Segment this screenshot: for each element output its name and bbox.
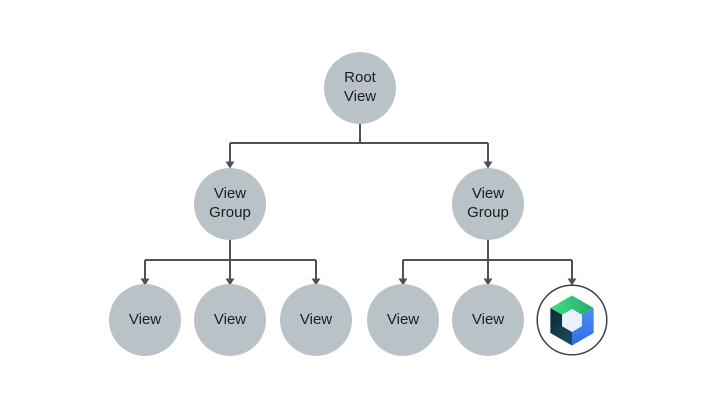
arrowhead-to-group-right <box>483 161 493 169</box>
node-view-group-right-label: View Group <box>467 185 509 221</box>
node-view-group-left: View Group <box>194 168 266 240</box>
node-view-4: View <box>367 284 439 356</box>
jetpack-compose-icon <box>536 284 608 356</box>
compose-cube-top-face <box>550 295 594 321</box>
arrowhead-to-group-left <box>225 161 235 169</box>
node-view-1: View <box>109 284 181 356</box>
compose-center-hexagon <box>562 309 582 332</box>
node-view-2-label: View <box>213 310 247 328</box>
arrowhead-to-view-3 <box>311 278 321 286</box>
node-view-5: View <box>452 284 524 356</box>
node-view-3-label: View <box>299 310 333 328</box>
node-view-2: View <box>194 284 266 356</box>
node-view-group-right: View Group <box>452 168 524 240</box>
node-view-group-left-label: View Group <box>209 185 251 221</box>
node-view-3: View <box>280 284 352 356</box>
connector-root-to-groups <box>229 124 489 162</box>
node-root-view-label: Root View <box>343 69 377 105</box>
node-root-view: Root View <box>324 52 396 124</box>
arrowhead-to-view-5 <box>483 278 493 286</box>
node-view-5-label: View <box>471 310 505 328</box>
connector-group-left-to-views <box>144 240 317 279</box>
arrowhead-to-view-4 <box>398 278 408 286</box>
arrowhead-to-view-2 <box>225 278 235 286</box>
node-view-1-label: View <box>128 310 162 328</box>
node-compose-leaf <box>536 284 608 356</box>
node-view-4-label: View <box>386 310 420 328</box>
arrowhead-to-view-1 <box>140 278 150 286</box>
connector-group-right-to-views <box>402 240 573 279</box>
arrowhead-to-compose-leaf <box>567 278 577 286</box>
